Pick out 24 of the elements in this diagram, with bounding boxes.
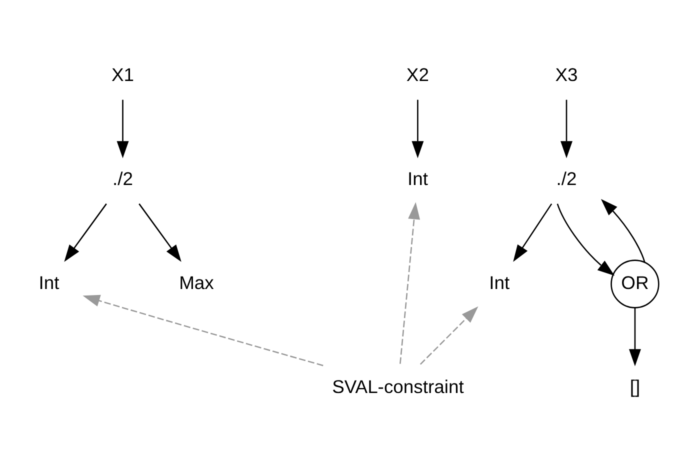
node-text: ./2 bbox=[112, 168, 134, 189]
arrow bbox=[556, 204, 615, 276]
arrow bbox=[628, 308, 641, 366]
node-text: Int bbox=[38, 272, 60, 293]
node-text: SVAL-constraint bbox=[332, 376, 464, 397]
arrow bbox=[412, 100, 424, 158]
node-text: Max bbox=[179, 272, 214, 293]
arrow bbox=[513, 203, 552, 262]
node-text: X1 bbox=[111, 64, 134, 85]
arrow bbox=[600, 198, 646, 263]
node-text: X3 bbox=[555, 64, 578, 85]
node-text: X2 bbox=[406, 64, 429, 85]
node-text: [] bbox=[630, 376, 640, 397]
arrow bbox=[138, 203, 182, 262]
arrow bbox=[400, 202, 420, 364]
node-text: ./2 bbox=[556, 168, 577, 189]
arrow bbox=[64, 203, 107, 262]
node-text: Int bbox=[489, 272, 510, 293]
arrow bbox=[82, 294, 324, 366]
arrow bbox=[116, 100, 129, 158]
arrow bbox=[420, 306, 478, 365]
node-text: Int bbox=[407, 168, 428, 189]
arrow bbox=[560, 100, 572, 158]
node-circle: OR bbox=[610, 260, 660, 308]
